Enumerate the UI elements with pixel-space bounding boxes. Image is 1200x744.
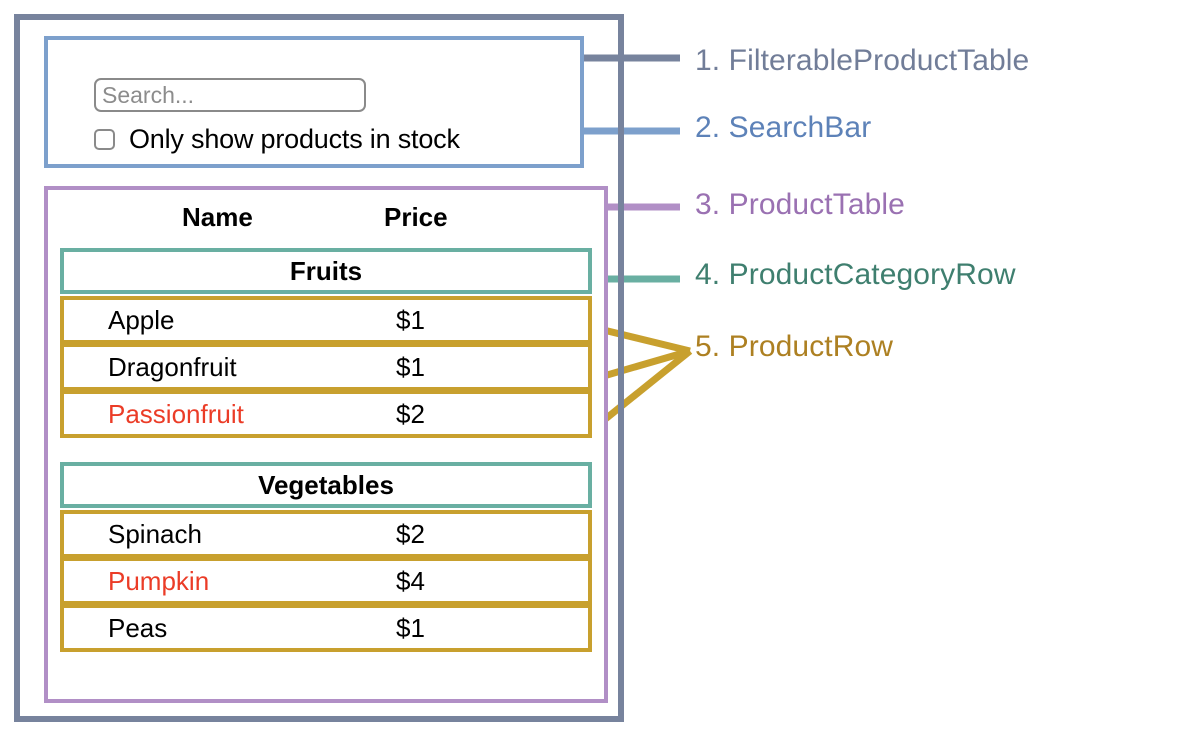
group-spacer xyxy=(60,438,592,462)
column-header-price: Price xyxy=(384,202,448,232)
product-category-row: Vegetables xyxy=(60,462,592,508)
product-row[interactable]: Dragonfruit $1 xyxy=(60,343,592,391)
product-category-row: Fruits xyxy=(60,248,592,294)
only-in-stock-checkbox[interactable] xyxy=(94,129,115,150)
product-table-header: Name Price xyxy=(52,196,604,244)
legend-item-product-category-row: 4. ProductCategoryRow xyxy=(695,258,1016,291)
product-row[interactable]: Peas $1 xyxy=(60,604,592,652)
stock-filter-row[interactable]: Only show products in stock xyxy=(94,124,460,155)
search-input[interactable] xyxy=(94,78,366,112)
only-in-stock-label: Only show products in stock xyxy=(129,124,460,154)
product-row[interactable]: Passionfruit $2 xyxy=(60,390,592,438)
legend-item-filterable-product-table: 1. FilterableProductTable xyxy=(695,44,1030,77)
product-price: $4 xyxy=(396,565,425,596)
search-bar-frame: Only show products in stock xyxy=(44,36,584,168)
product-price: $2 xyxy=(396,398,425,429)
product-row[interactable]: Spinach $2 xyxy=(60,510,592,558)
legend-item-product-table: 3. ProductTable xyxy=(695,188,905,221)
product-name: Peas xyxy=(108,612,168,643)
product-name: Spinach xyxy=(108,518,202,549)
product-name: Passionfruit xyxy=(108,398,244,429)
filterable-product-table-frame xyxy=(14,14,624,722)
legend-item-search-bar: 2. SearchBar xyxy=(695,111,872,144)
product-price: $1 xyxy=(396,351,425,382)
product-table-frame: Name Price Fruits Apple $1 Dragonfruit $… xyxy=(44,186,608,703)
product-price: $2 xyxy=(396,518,425,549)
legend-item-product-row: 5. ProductRow xyxy=(695,330,894,363)
product-name: Apple xyxy=(108,304,175,335)
product-row[interactable]: Apple $1 xyxy=(60,296,592,344)
product-row[interactable]: Pumpkin $4 xyxy=(60,557,592,605)
product-name: Pumpkin xyxy=(108,565,210,596)
product-price: $1 xyxy=(396,612,425,643)
column-header-name: Name xyxy=(182,202,253,232)
product-name: Dragonfruit xyxy=(108,351,237,382)
product-table-body: Fruits Apple $1 Dragonfruit $1 Passionfr… xyxy=(60,248,592,652)
product-price: $1 xyxy=(396,304,425,335)
